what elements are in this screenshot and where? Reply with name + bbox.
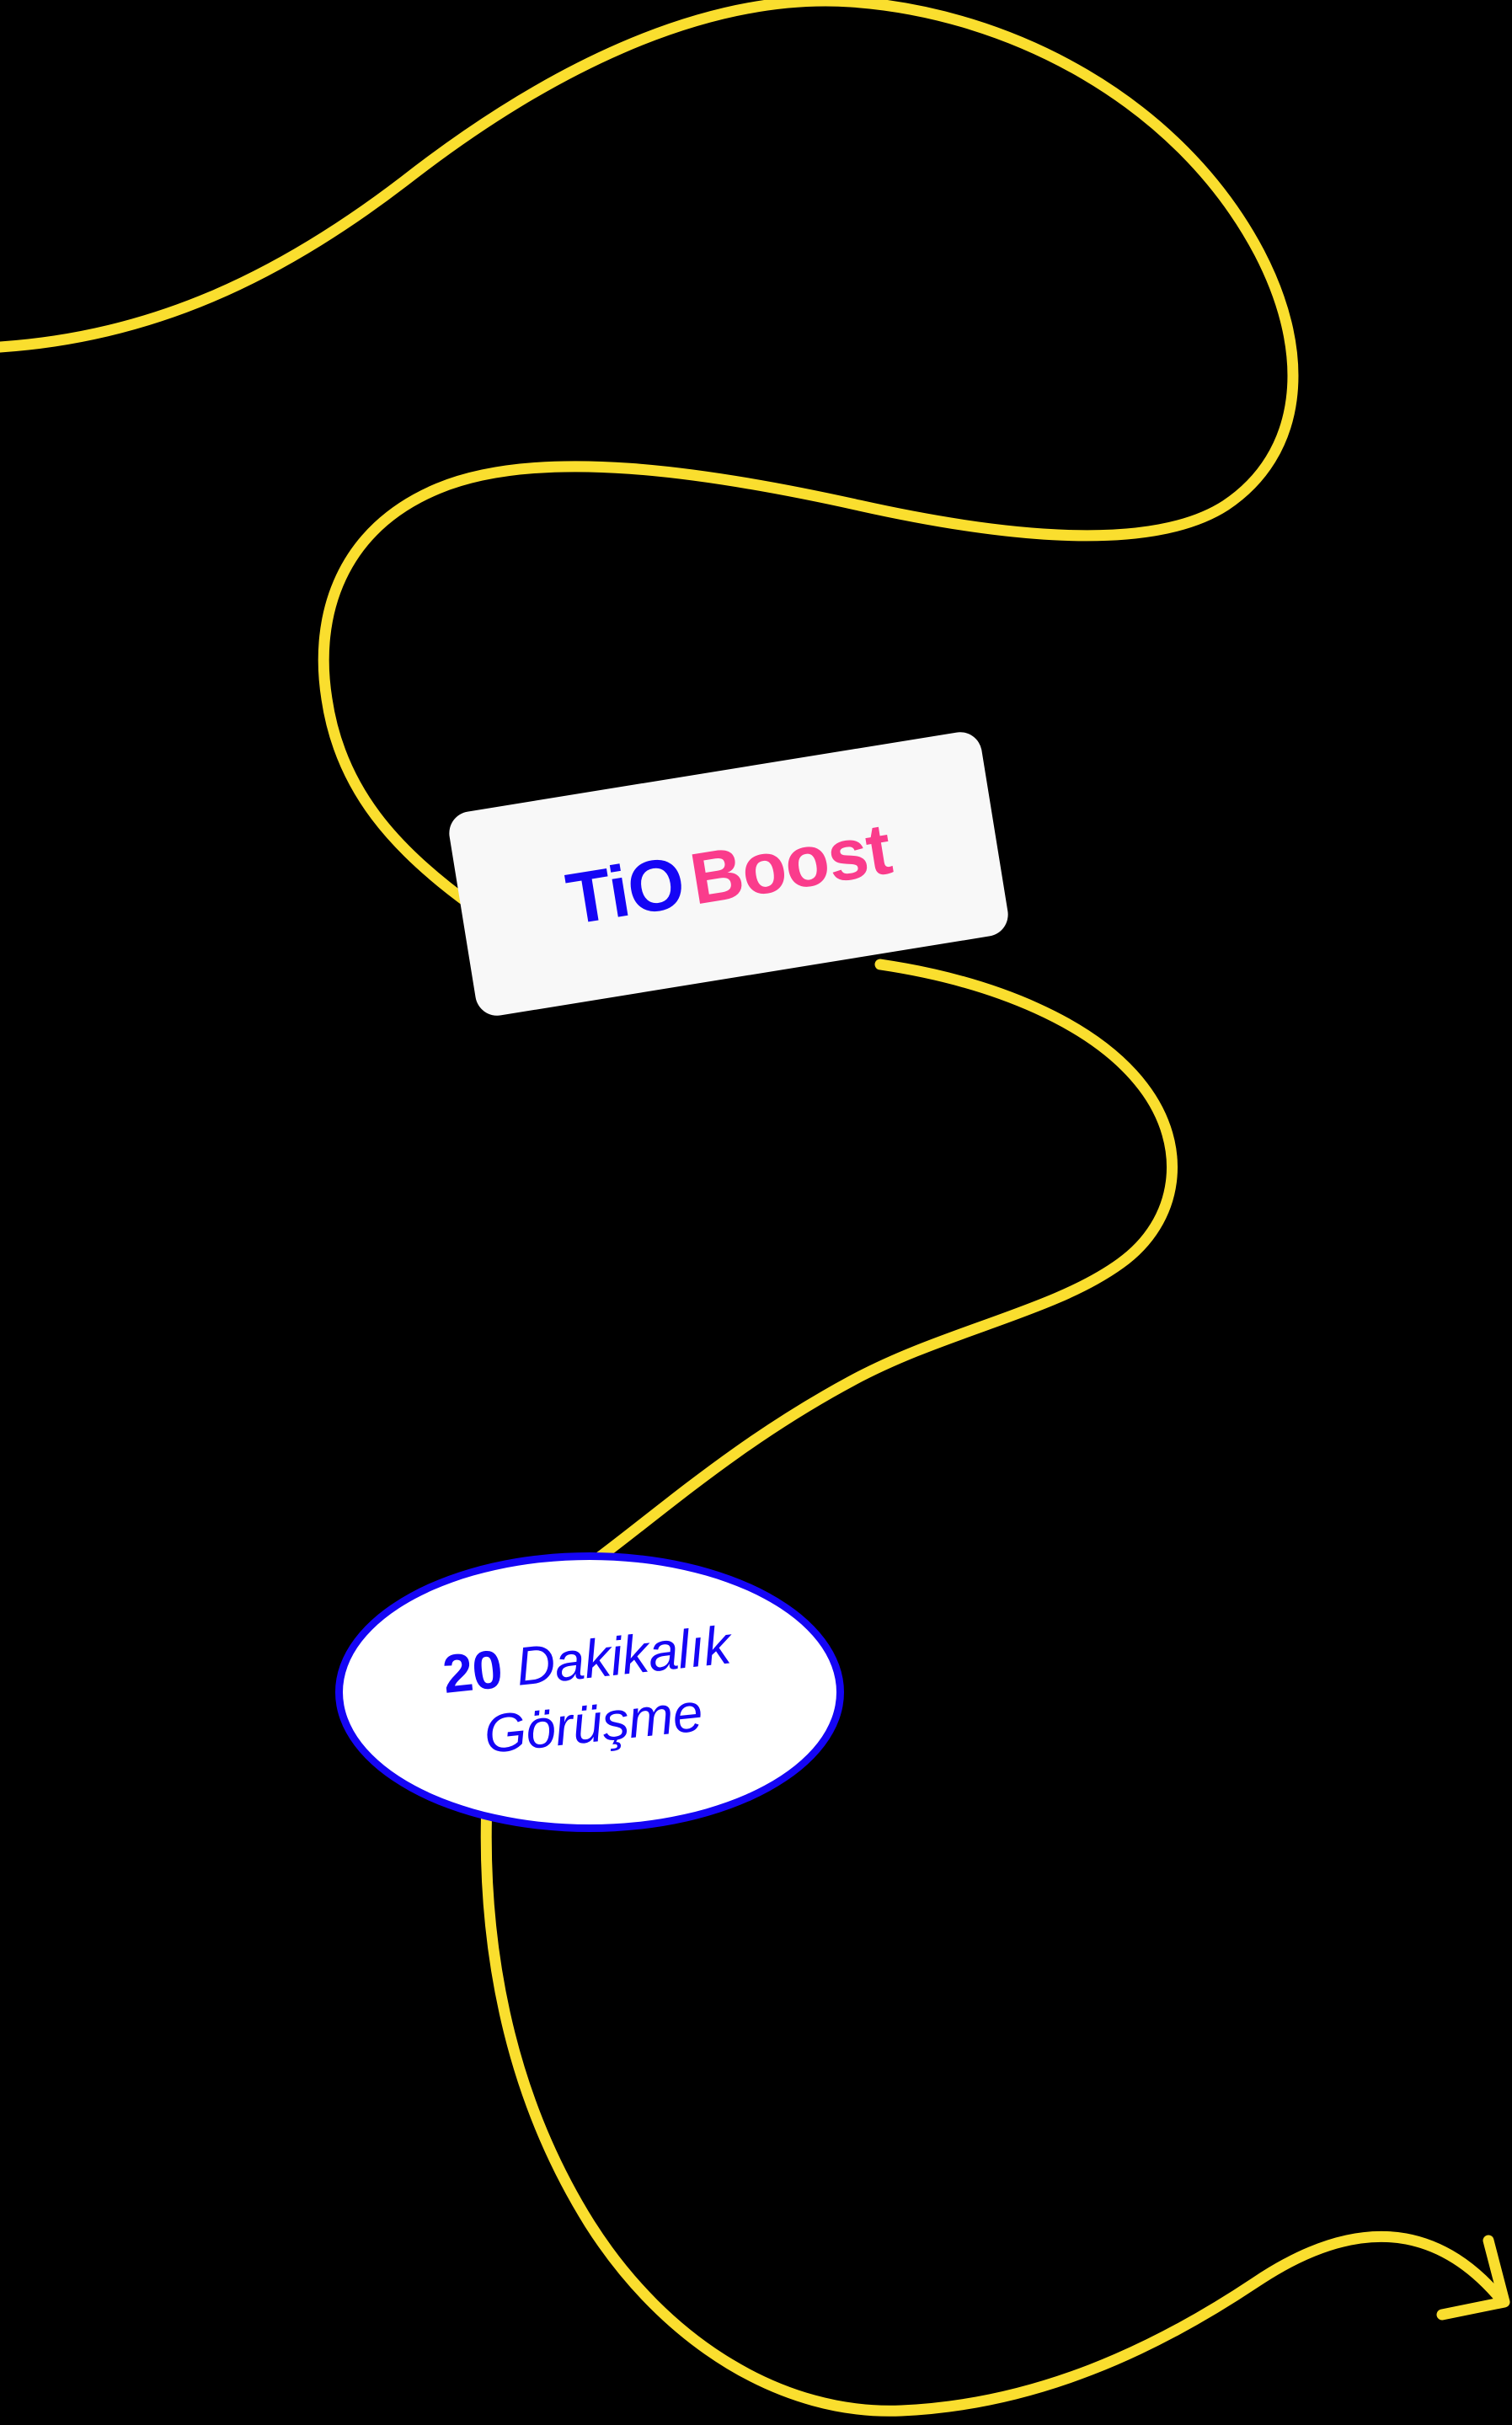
flow-path-segment-bottom (480, 1797, 1507, 2417)
brand-wordmark-tio: TiO (561, 841, 690, 940)
arrow-head-icon (1436, 2235, 1510, 2321)
duration-number: 20 (439, 1638, 505, 1706)
brand-wordmark: TiOBoost (561, 808, 896, 940)
flow-path-segment-middle (592, 959, 1178, 1564)
brand-wordmark-boost: Boost (684, 808, 896, 921)
flow-path-segment-top (0, 0, 1299, 911)
